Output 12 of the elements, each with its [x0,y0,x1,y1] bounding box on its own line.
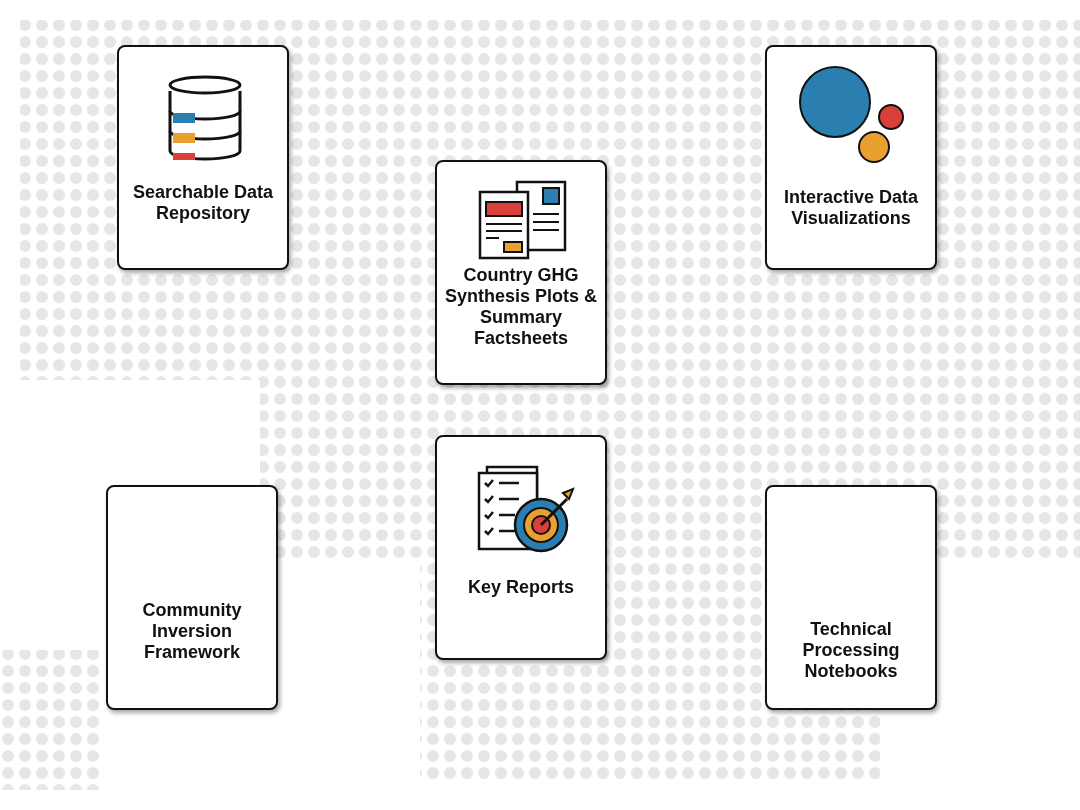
card-title: Interactive Data Visualizations [782,187,920,229]
card [765,45,937,270]
card-title: Technical Processing Notebooks [801,619,901,682]
card-title: Country GHG Synthesis Plots & Summary Factsheets [443,265,598,349]
card-title: Key Reports [467,577,575,598]
card [435,435,607,660]
card-title: Searchable Data Repository [131,182,275,224]
card [765,485,937,710]
card [117,45,289,270]
card [435,160,607,385]
card [106,485,278,710]
card-title: Community Inversion Framework [141,600,243,663]
